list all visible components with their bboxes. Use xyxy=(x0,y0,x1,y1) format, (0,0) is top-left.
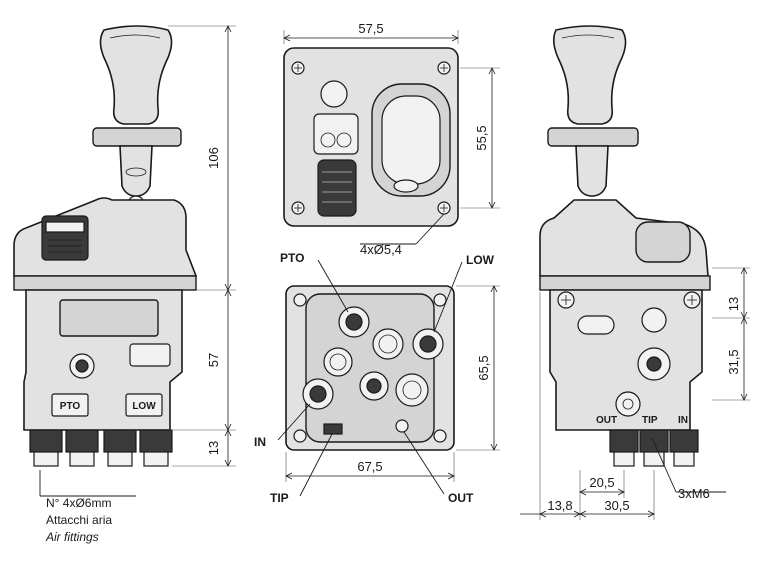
side-label-in: IN xyxy=(678,415,688,426)
dim-mount-holes: 4xØ5,4 xyxy=(360,242,402,257)
front-stem xyxy=(119,145,153,197)
label-in: IN xyxy=(254,435,266,449)
bottom-mount-holes xyxy=(293,293,447,443)
bottom-ports xyxy=(302,306,444,435)
label-out: OUT xyxy=(448,491,474,505)
dim-right-13: 13 xyxy=(726,297,741,311)
dim-right-13-8: 13,8 xyxy=(547,498,572,513)
front-view: PTO LOW 106 57 13 N° 4xØ6mm xyxy=(13,25,236,544)
bottom-view: PTO LOW IN TIP OUT 65,5 67,5 xyxy=(254,251,500,505)
side-label-out: OUT xyxy=(596,415,617,426)
dim-fitting-height: 13 xyxy=(206,441,221,455)
side-air-fittings xyxy=(609,429,699,467)
note-fittings-count: N° 4xØ6mm xyxy=(46,496,111,510)
top-view: 57,5 55,5 4xØ5,4 xyxy=(283,21,500,257)
dim-total-height: 106 xyxy=(206,147,221,169)
label-low: LOW xyxy=(466,253,495,267)
front-upper-housing xyxy=(13,197,198,277)
side-view: OUT TIP IN 13 31,5 20,5 13,8 30,5 xyxy=(520,25,750,520)
pto-badge: PTO xyxy=(60,401,81,412)
dim-right-threads: 3xM6 xyxy=(678,486,710,501)
dim-top-depth: 55,5 xyxy=(474,125,489,150)
label-tip: TIP xyxy=(270,491,289,505)
side-label-tip: TIP xyxy=(642,415,658,426)
front-knob xyxy=(99,25,173,125)
dim-right-20-5: 20,5 xyxy=(589,475,614,490)
front-collar xyxy=(92,127,182,147)
side-knob xyxy=(552,25,627,125)
note-fittings-it: Attacchi aria xyxy=(46,513,112,527)
front-flange xyxy=(13,275,197,291)
top-mount-holes xyxy=(291,61,451,215)
dim-top-width: 57,5 xyxy=(358,21,383,36)
low-badge-frame xyxy=(125,393,163,417)
low-badge: LOW xyxy=(132,401,156,412)
port-out xyxy=(395,419,409,433)
top-detent-window xyxy=(317,159,357,217)
dim-right-31-5: 31,5 xyxy=(726,349,741,374)
dim-lower-body-height: 57 xyxy=(206,353,221,367)
front-air-fittings xyxy=(29,429,173,467)
pto-badge-frame xyxy=(51,393,89,417)
dim-right-30-5: 30,5 xyxy=(604,498,629,513)
port-tip xyxy=(323,423,343,435)
dim-bottom-width: 67,5 xyxy=(357,459,382,474)
note-fittings-en: Air fittings xyxy=(45,530,99,544)
dim-bottom-height: 65,5 xyxy=(476,355,491,380)
label-pto: PTO xyxy=(280,251,304,265)
